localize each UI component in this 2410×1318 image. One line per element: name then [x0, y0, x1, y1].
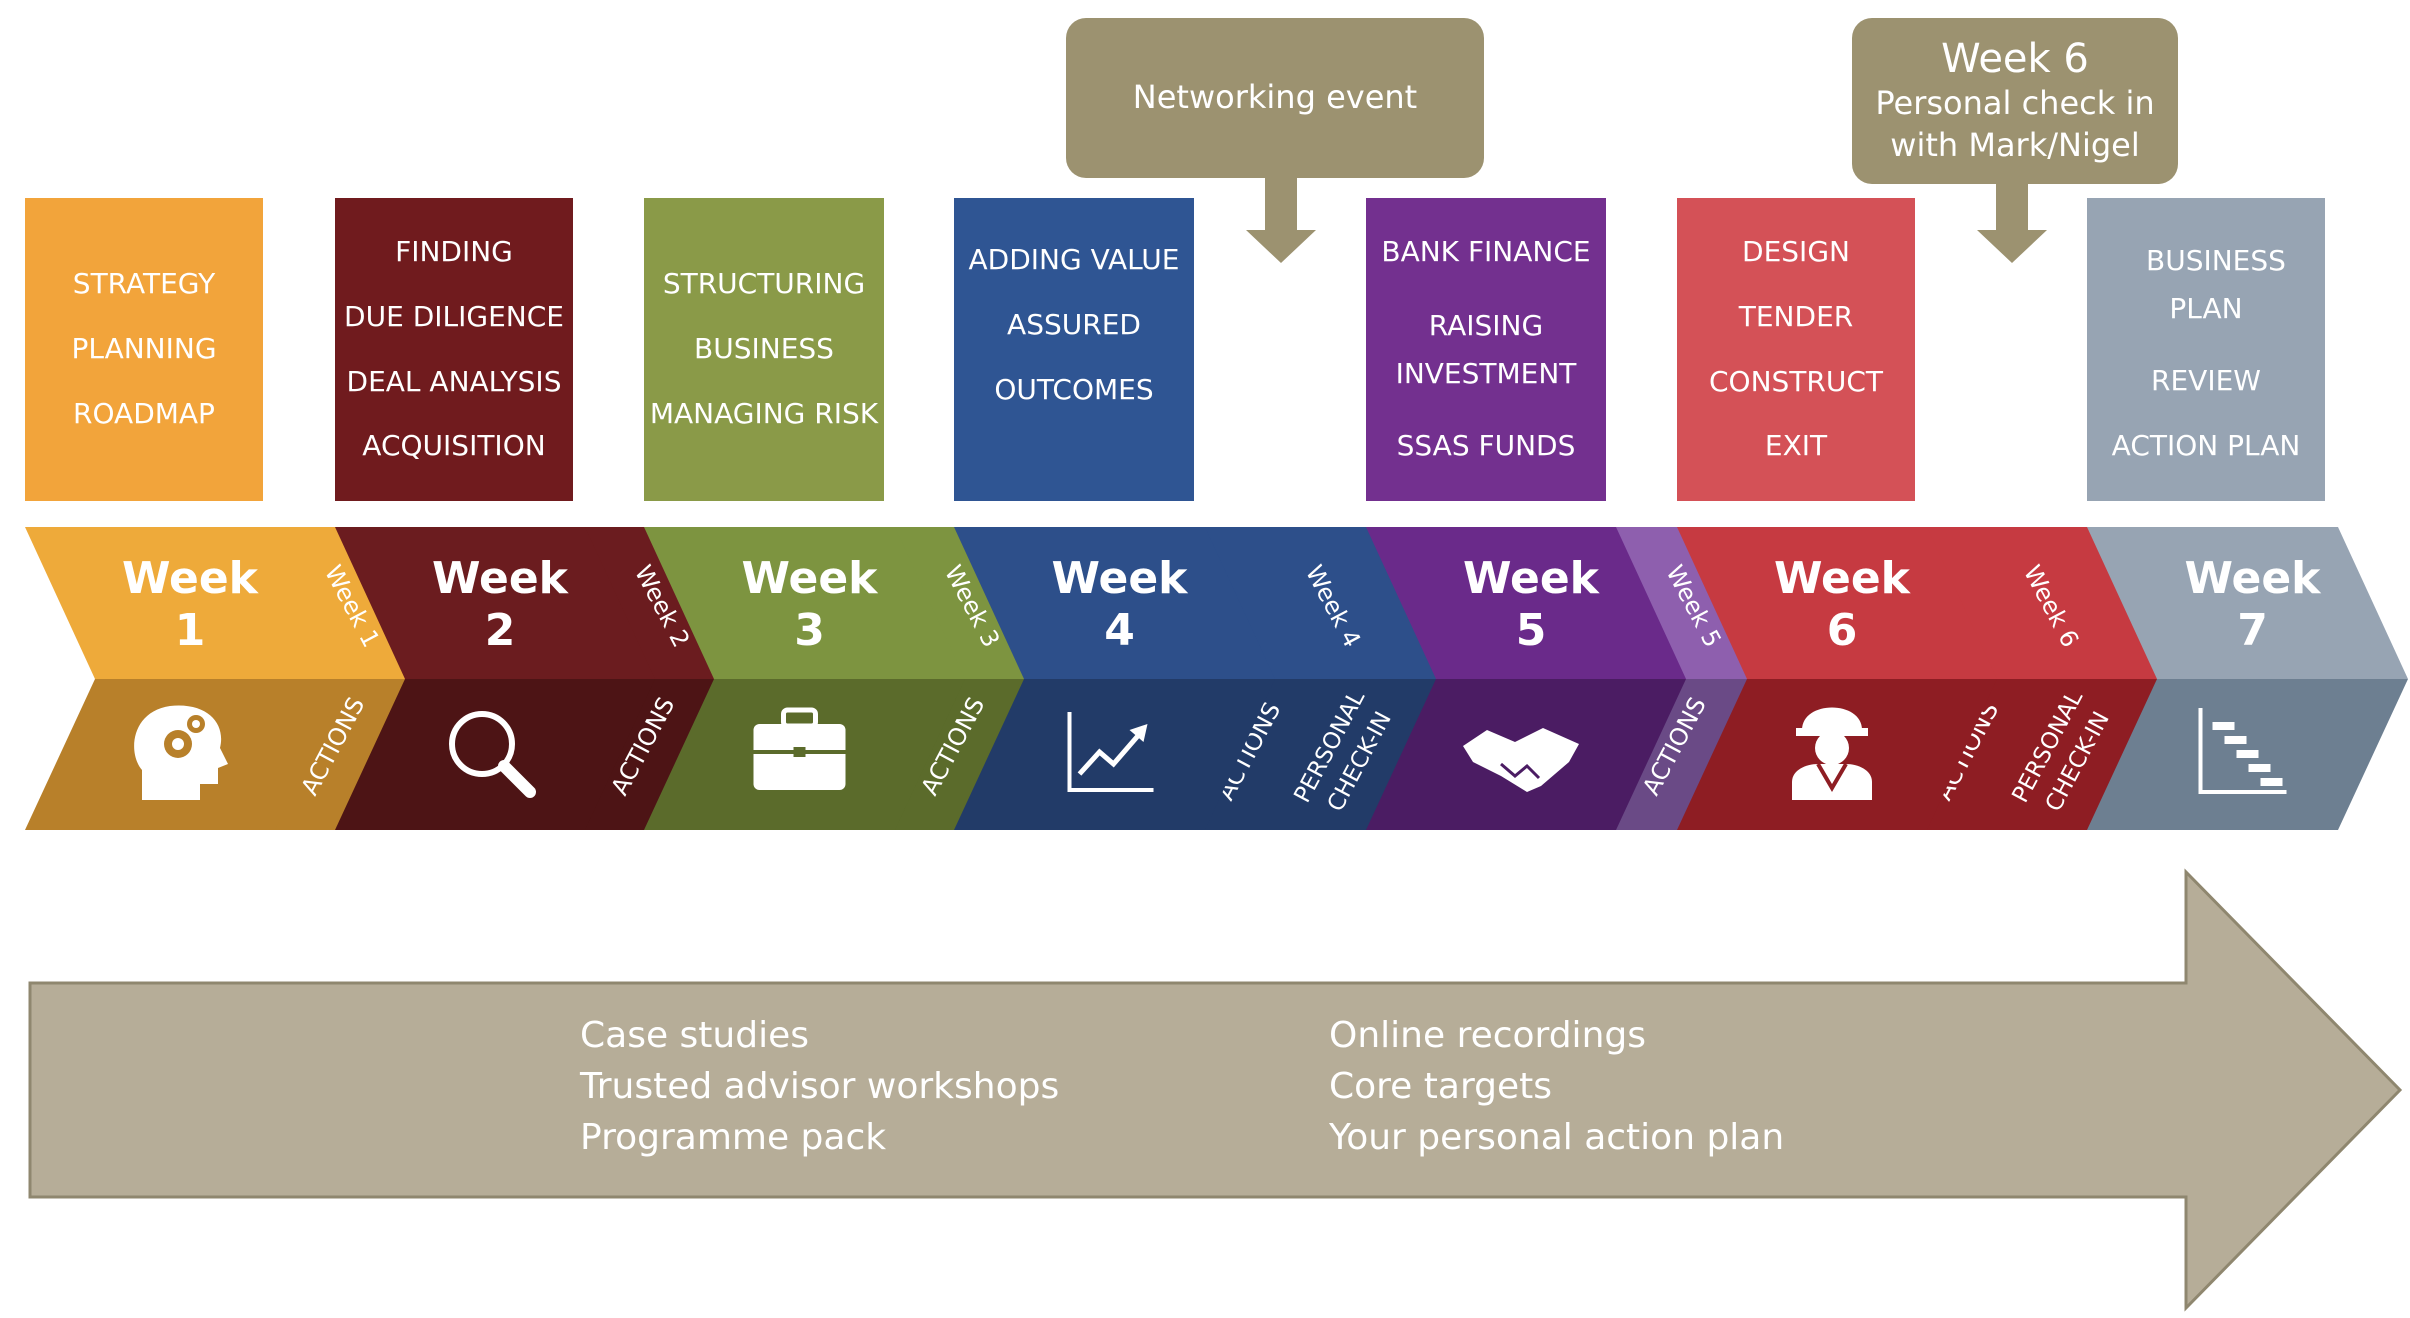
topic-raising-investment: RAISING INVESTMENT	[1395, 308, 1577, 390]
topic-construct: CONSTRUCT	[1708, 364, 1883, 398]
week-3-actions-chevron	[893, 527, 1031, 830]
topic-structuring: STRUCTURING	[662, 267, 866, 301]
week-5-number: 5	[1516, 605, 1547, 656]
week-1-number: 1	[175, 605, 206, 656]
briefcase-icon	[753, 707, 846, 790]
topic-tender: TENDER	[1738, 299, 1854, 333]
week-2-title: Week	[432, 553, 570, 604]
week-4-title: Week	[1052, 553, 1190, 604]
construction-worker-icon	[1792, 707, 1872, 800]
topic-bank-finance: BANK FINANCE	[1381, 235, 1591, 269]
topic-outcomes: OUTCOMES	[994, 372, 1154, 406]
week-4-actions-chevron	[1203, 527, 1443, 830]
callout-line-1: Personal check in	[1875, 84, 2155, 123]
topic-exit: EXIT	[1764, 429, 1828, 463]
week-3-number: 3	[794, 605, 825, 656]
band-online-recordings: Online recordings	[1329, 1015, 1646, 1056]
week-7-title: Week	[2185, 553, 2323, 604]
band-column-right: Online recordings Core targets Your pers…	[1329, 1010, 1784, 1163]
week-7-topics-card: BUSINESS PLAN REVIEW ACTION PLAN	[2087, 198, 2325, 501]
week-6-topics-card: DESIGN TENDER CONSTRUCT EXIT	[1677, 198, 1915, 501]
topic-business: BUSINESS	[694, 332, 834, 366]
week-2-topics-card: FINDING DUE DILIGENCE DEAL ANALYSIS ACQU…	[335, 198, 573, 501]
topic-managing-risk: MANAGING RISK	[649, 396, 879, 430]
resources-arrow-band	[28, 868, 2403, 1312]
topic-adding-value: ADDING VALUE	[968, 243, 1180, 276]
topic-assured: ASSURED	[1007, 307, 1141, 341]
band-column-left: Case studies Trusted advisor workshops P…	[580, 1010, 1059, 1163]
week-6-pointer-arrow	[1977, 184, 2047, 263]
week-1-title: Week	[122, 553, 260, 604]
week-1-topics-card: STRATEGY PLANNING ROADMAP	[25, 198, 263, 501]
topic-acquisition: ACQUISITION	[362, 429, 546, 463]
topic-finding: FINDING	[395, 234, 513, 268]
week-7-number: 7	[2237, 605, 2268, 656]
head-gears-icon	[134, 705, 228, 800]
topic-design: DESIGN	[1742, 234, 1850, 268]
week-2-chevron	[335, 527, 655, 830]
week-6-title: Week	[1774, 553, 1912, 604]
topic-action-plan: ACTION PLAN	[2111, 429, 2301, 463]
topic-review: REVIEW	[2151, 364, 2261, 398]
topic-planning: PLANNING	[71, 332, 217, 366]
week-4-topics-card: ADDING VALUE ASSURED OUTCOMES	[954, 198, 1194, 501]
magnifier-icon	[449, 711, 536, 798]
week-3-title: Week	[742, 553, 880, 604]
networking-event-callout: Networking event	[1066, 18, 1484, 178]
topic-deal-analysis: DEAL ANALYSIS	[346, 364, 562, 398]
week-2-number: 2	[485, 605, 516, 656]
band-workshops: Trusted advisor workshops	[580, 1066, 1060, 1107]
week-3-topics-card: STRUCTURING BUSINESS MANAGING RISK	[644, 198, 884, 501]
week-5-title: Week	[1463, 553, 1601, 604]
handshake-icon	[1463, 728, 1579, 792]
week-1-actions-chevron	[272, 527, 412, 830]
networking-event-label: Networking event	[1132, 78, 1418, 117]
week-2-actions-chevron	[583, 527, 721, 830]
topic-due-diligence: DUE DILIGENCE	[344, 299, 564, 333]
band-core-targets: Core targets	[1329, 1066, 1552, 1107]
gantt-chart-icon	[2198, 708, 2287, 794]
topic-ssas-funds: SSAS FUNDS	[1396, 429, 1576, 463]
week-6-actions-chevron	[1922, 527, 2160, 830]
week-5-actions-chevron	[1613, 527, 1754, 830]
band-personal-action-plan: Your personal action plan	[1329, 1117, 1785, 1158]
week-6-number: 6	[1827, 605, 1858, 656]
week-6-callout-title: Week 6	[1941, 36, 2089, 83]
topic-strategy: STRATEGY	[72, 267, 216, 301]
week-6-checkin-callout: Week 6 Personal check in with Mark/Nigel	[1852, 18, 2178, 184]
band-case-studies: Case studies	[580, 1015, 809, 1056]
callout-line-2: with Mark/Nigel	[1890, 126, 2140, 164]
topic-roadmap: ROADMAP	[73, 396, 215, 430]
topic-business-plan: BUSINESS PLAN	[2146, 244, 2286, 325]
week-4-chevron	[954, 527, 1275, 830]
growth-chart-icon	[1067, 712, 1154, 792]
networking-pointer-arrow	[1246, 178, 1316, 263]
week-4-number: 4	[1104, 605, 1135, 656]
week-3-chevron	[644, 527, 965, 830]
band-programme-pack: Programme pack	[580, 1117, 887, 1158]
week-5-topics-card: BANK FINANCE RAISING INVESTMENT SSAS FUN…	[1366, 198, 1606, 501]
